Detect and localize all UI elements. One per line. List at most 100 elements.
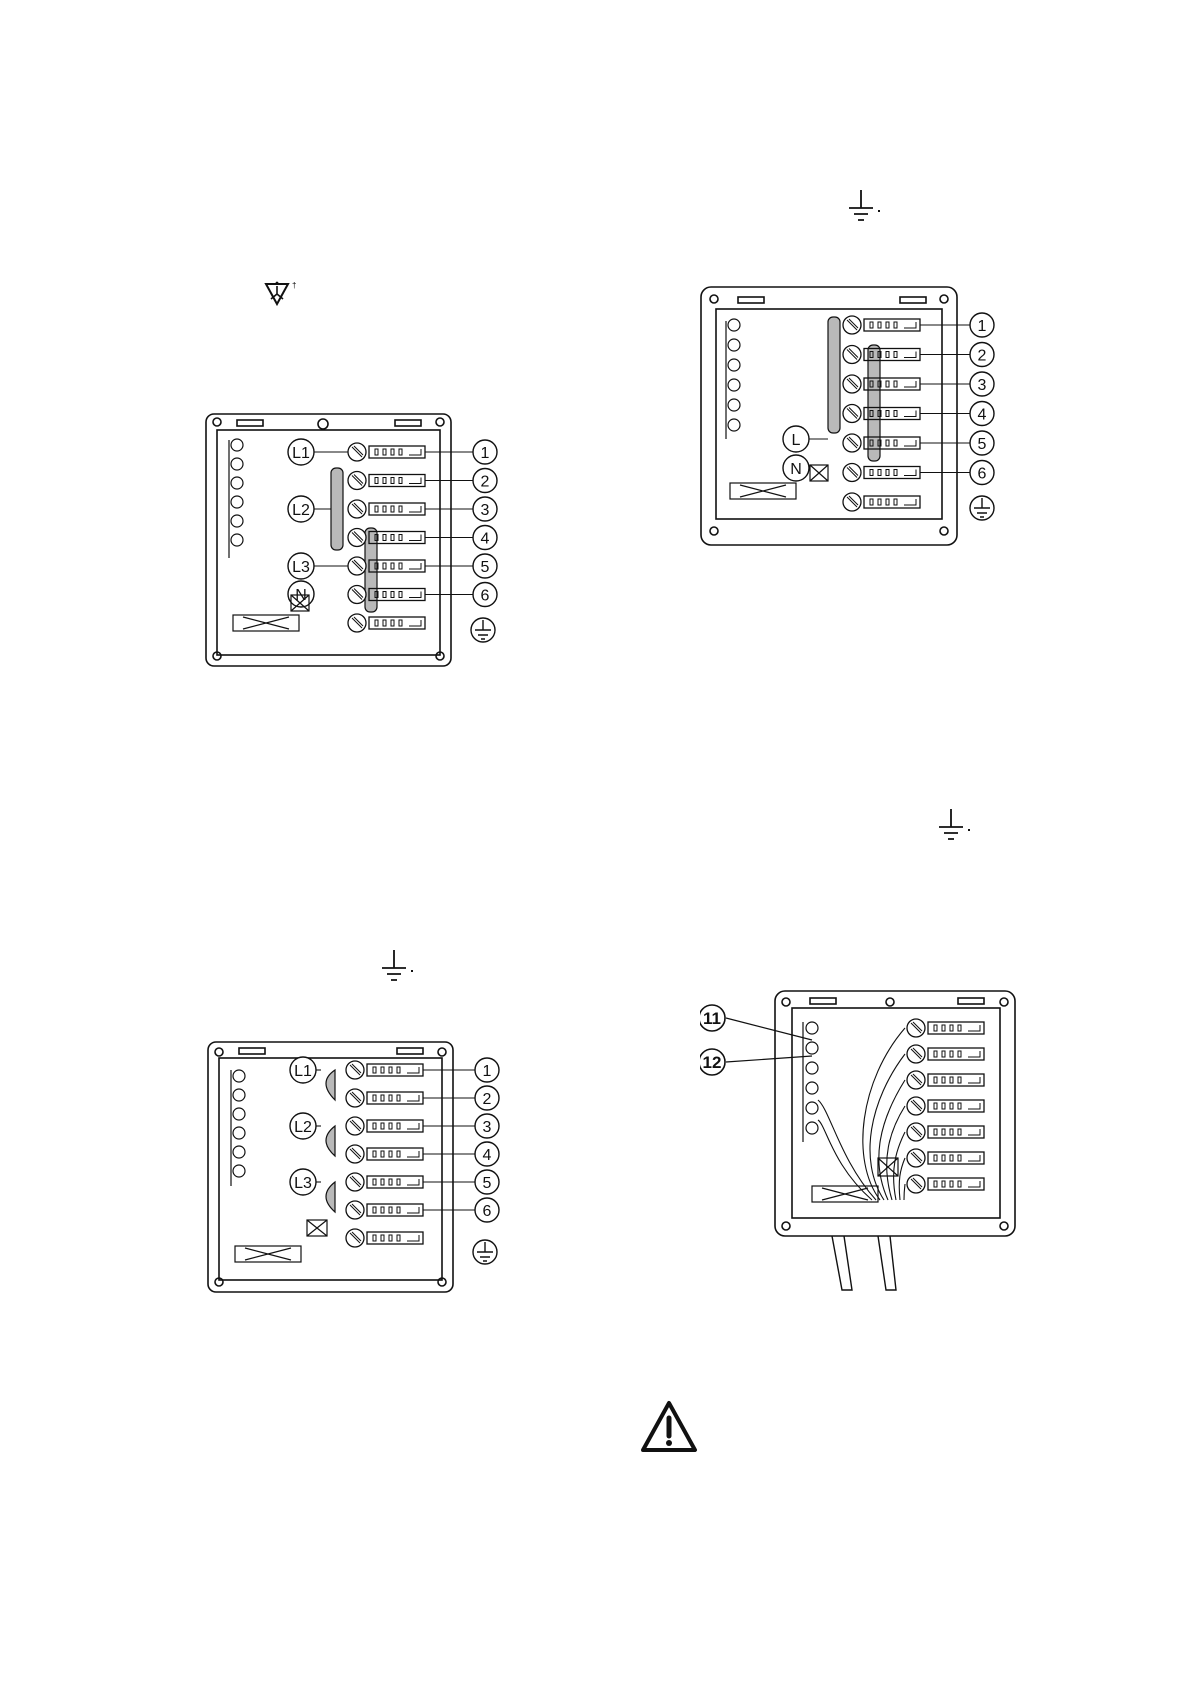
phase-label-l2: L2 xyxy=(289,1112,321,1140)
terminal-number-callout: 1 xyxy=(425,439,498,465)
terminal-number-label: 1 xyxy=(978,318,987,335)
terminal-row xyxy=(345,1088,424,1108)
terminal-row xyxy=(345,1144,424,1164)
terminal-row xyxy=(347,499,426,519)
terminal-row xyxy=(842,433,921,453)
phase-label-l1: L1 xyxy=(287,438,348,466)
terminal-row xyxy=(842,344,921,365)
phase-label-text: L1 xyxy=(294,1063,312,1080)
phase-label-l1: L1 xyxy=(289,1056,321,1084)
terminal-row xyxy=(345,1060,424,1080)
terminal-number-label: 1 xyxy=(483,1063,492,1080)
cable-clamp xyxy=(232,594,310,632)
earth-ground-icon xyxy=(939,809,970,840)
terminal-rows xyxy=(906,1018,985,1194)
terminal-number-label: 3 xyxy=(978,377,987,394)
terminal-row xyxy=(906,1096,985,1116)
terminal-number-label: 4 xyxy=(978,407,987,424)
left-screw-row xyxy=(228,438,244,558)
terminal-row xyxy=(347,527,426,548)
callout-11-label: 11 xyxy=(703,1009,721,1028)
terminal-number-label: 5 xyxy=(978,436,987,453)
callout-12-label: 12 xyxy=(703,1053,722,1072)
svg-text:†: † xyxy=(292,281,296,290)
terminal-row xyxy=(906,1148,985,1168)
terminal-row xyxy=(347,470,426,491)
terminal-number-callout: 5 xyxy=(423,1169,500,1195)
terminal-number-callout: 6 xyxy=(423,1197,500,1223)
terminal-number-label: 4 xyxy=(483,1147,492,1164)
terminal-number-callout: 6 xyxy=(425,581,498,608)
phase-label-text: L3 xyxy=(294,1175,312,1192)
terminal-row xyxy=(345,1200,424,1220)
terminal-row xyxy=(345,1172,424,1192)
phase-label-text: L xyxy=(792,432,801,449)
terminal-number-callout: 3 xyxy=(920,371,995,397)
terminal-number-callout: 4 xyxy=(920,400,995,427)
left-screw-row xyxy=(230,1069,246,1186)
terminal-number-label: 4 xyxy=(481,531,490,548)
jumper-bridges xyxy=(827,316,881,462)
terminal-row xyxy=(347,613,426,633)
terminal-diagram-single-phase: LN 1 2 3 4 5 6 xyxy=(700,286,995,546)
terminal-number-callout: 6 xyxy=(920,459,995,486)
cable-clamp xyxy=(811,1157,899,1203)
terminal-row xyxy=(842,374,921,394)
terminal-row xyxy=(345,1228,424,1248)
terminal-row xyxy=(345,1116,424,1136)
terminal-row xyxy=(906,1174,985,1194)
earth-ground-icon xyxy=(382,950,413,981)
terminal-number-label: 6 xyxy=(978,466,987,483)
terminal-number-label: 2 xyxy=(483,1091,492,1108)
terminal-number-callout: 4 xyxy=(425,524,498,551)
phase-label-text: N xyxy=(790,461,802,478)
warning-triangle-icon xyxy=(641,1401,697,1452)
cable-connection-diagram: 11 12 xyxy=(700,990,1016,1291)
earth-terminal-icon xyxy=(969,495,995,521)
terminal-row xyxy=(347,584,426,605)
phase-label-l2: L2 xyxy=(287,495,331,523)
terminal-number-label: 6 xyxy=(481,588,490,605)
terminal-row xyxy=(842,315,921,335)
terminal-number-label: 5 xyxy=(483,1175,492,1192)
left-screw-row xyxy=(725,318,741,439)
jumper-bridges xyxy=(325,1068,336,1214)
terminal-row xyxy=(842,462,921,483)
phase-label-text: L1 xyxy=(292,445,310,462)
phase-label-text: L2 xyxy=(292,502,310,519)
terminal-number-label: 3 xyxy=(481,502,490,519)
terminal-box-outline xyxy=(774,990,1016,1237)
terminal-number-callout: 3 xyxy=(423,1113,500,1139)
terminal-number-label: 3 xyxy=(483,1119,492,1136)
cable-clamp xyxy=(234,1219,328,1263)
cable-clamp xyxy=(729,464,829,500)
callout-12: 12 xyxy=(700,1048,726,1076)
phase-label-text: L3 xyxy=(292,559,310,576)
terminal-rows xyxy=(345,1060,424,1248)
terminal-number-label: 5 xyxy=(481,559,490,576)
terminal-number-label: 2 xyxy=(978,348,987,365)
earth-ground-icon xyxy=(849,190,880,221)
terminal-number-label: 1 xyxy=(481,445,490,462)
earth-terminal-icon xyxy=(472,1239,498,1265)
terminal-number-callout: 2 xyxy=(920,341,995,368)
terminal-number-callout: 1 xyxy=(423,1057,500,1083)
terminal-number-callout: 1 xyxy=(920,312,995,338)
callout-leaders xyxy=(725,1017,813,1063)
terminal-row xyxy=(347,442,426,462)
phase-label-l: L xyxy=(782,425,828,453)
terminal-row xyxy=(906,1122,985,1142)
terminal-row xyxy=(842,403,921,424)
terminal-row xyxy=(906,1018,985,1038)
cables xyxy=(831,1235,897,1291)
phase-label-l3: L3 xyxy=(287,552,348,580)
terminal-row xyxy=(906,1070,985,1090)
terminal-row xyxy=(842,492,921,512)
terminal-rows xyxy=(842,315,921,512)
callout-11: 11 xyxy=(700,1004,726,1032)
terminal-number-callout: 2 xyxy=(425,467,498,494)
terminal-box-outline xyxy=(205,413,452,667)
phase-label-l3: L3 xyxy=(289,1168,321,1196)
terminal-number-callout: 5 xyxy=(425,553,498,579)
